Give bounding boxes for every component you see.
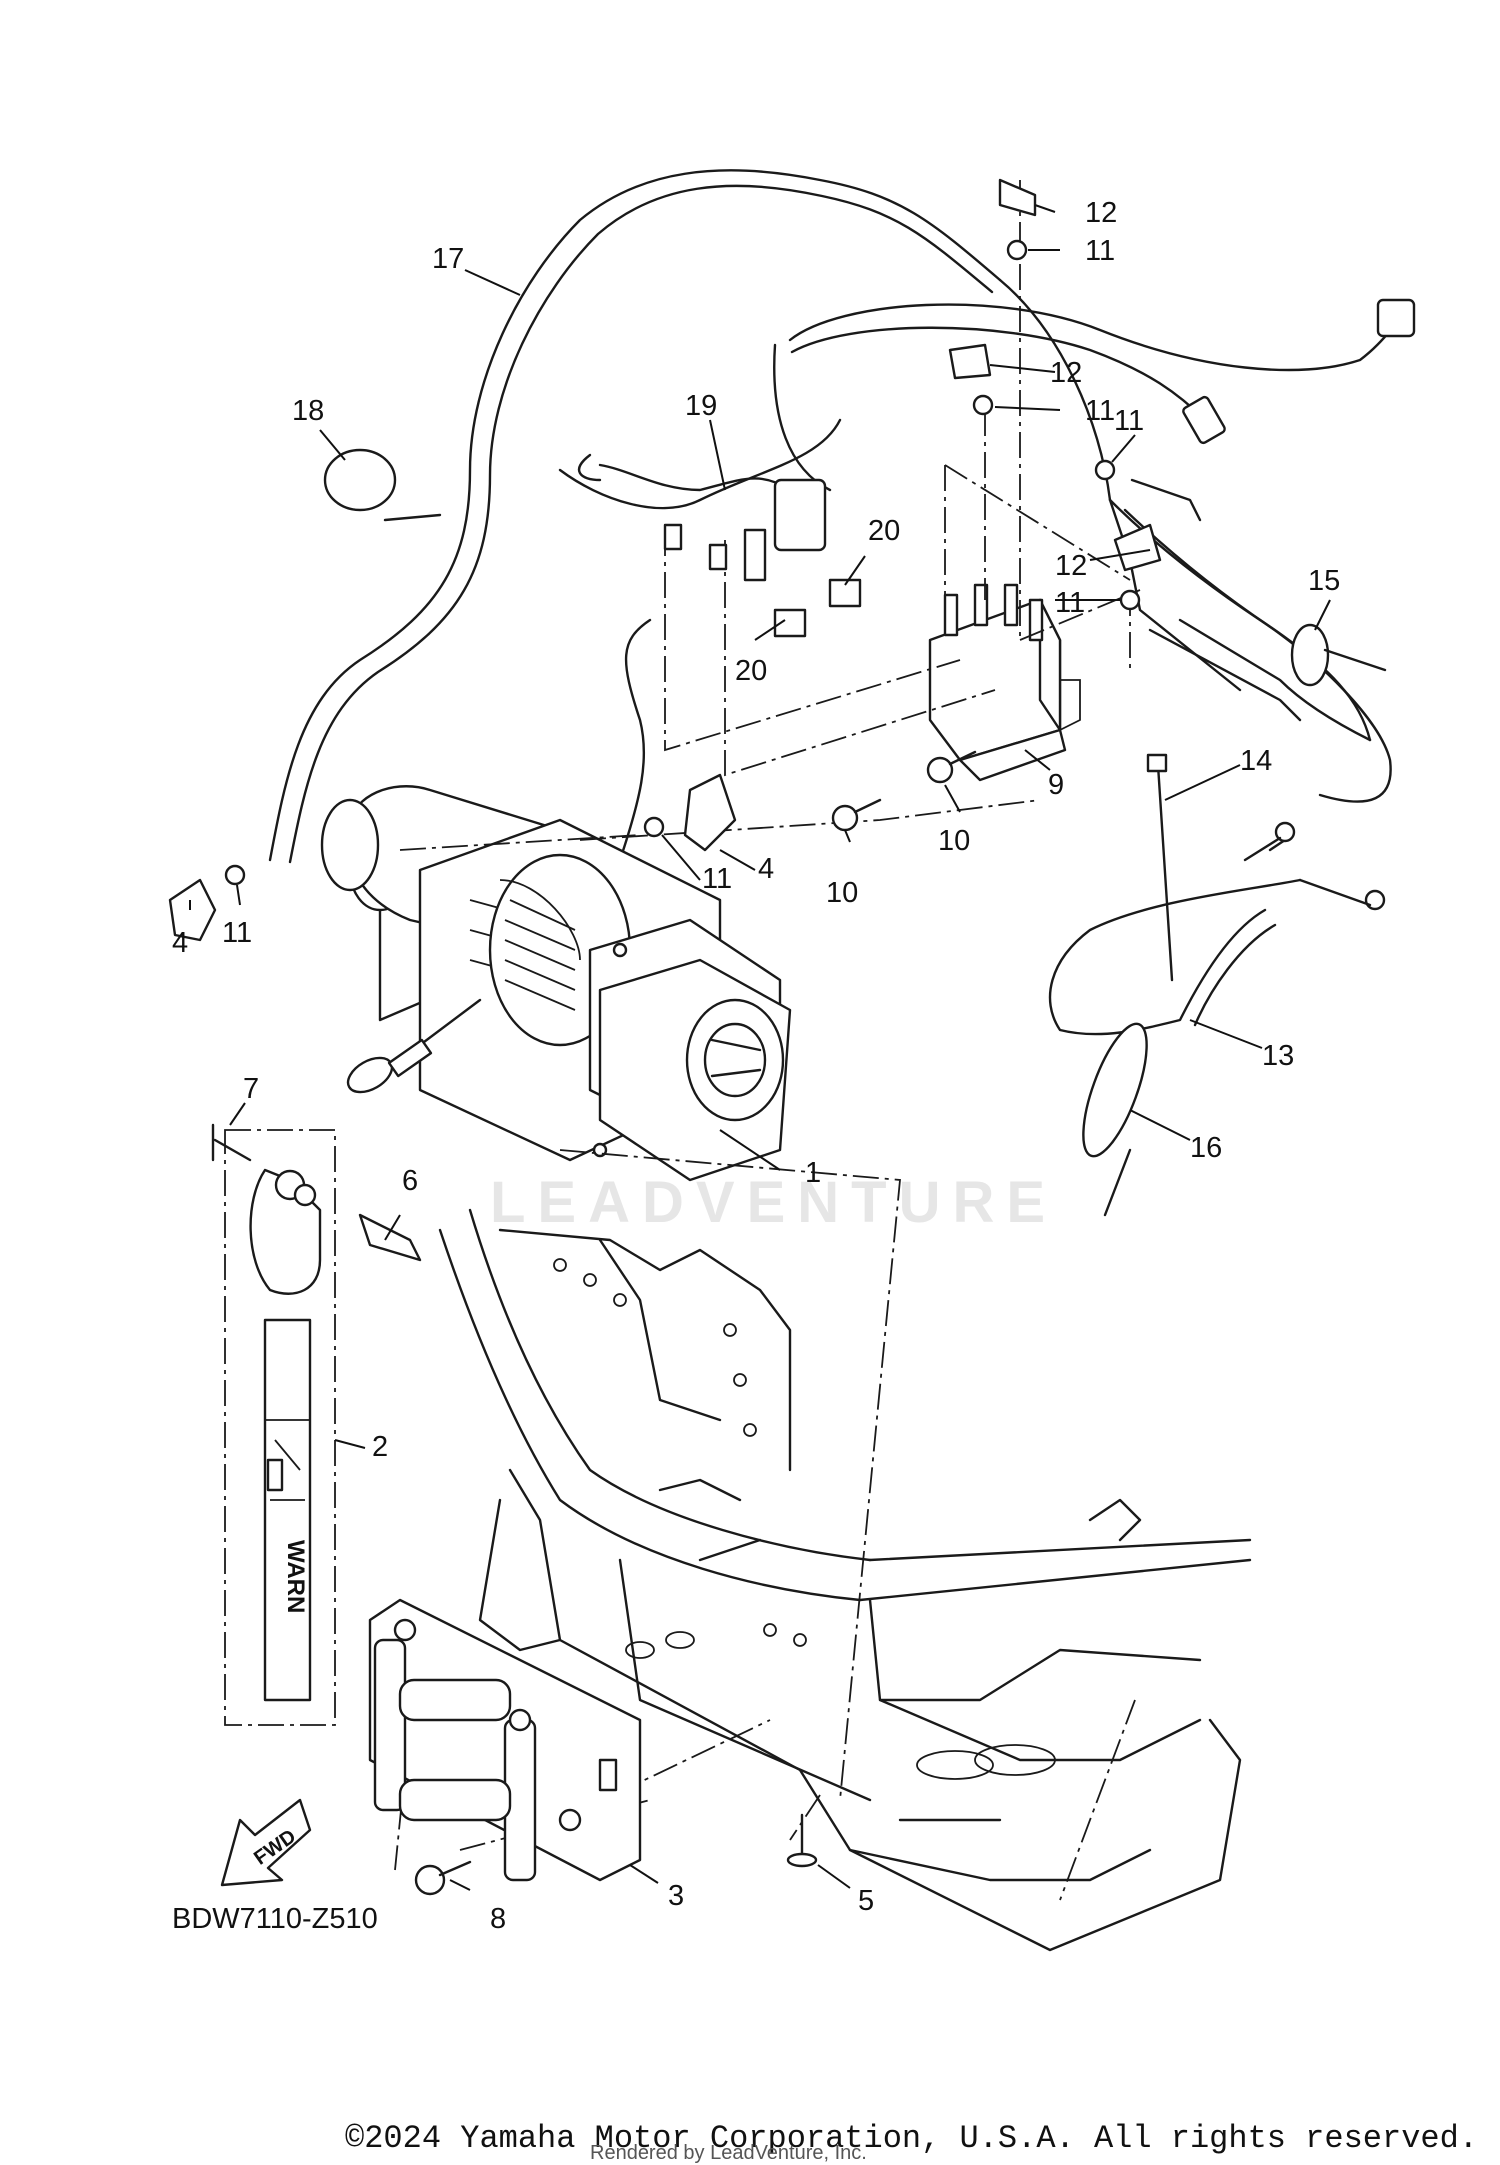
callout-11-c: 11 — [1085, 235, 1115, 267]
bolt-5 — [786, 1813, 818, 1868]
clamp-15 — [1290, 623, 1387, 687]
callout-14: 14 — [1240, 745, 1272, 777]
terminal-cover-left — [168, 878, 217, 942]
sub-lead-19 — [598, 463, 827, 582]
callout-5: 5 — [858, 1885, 874, 1917]
callout-11-f: 11 — [1055, 587, 1085, 619]
callout-10-left: 10 — [826, 877, 858, 909]
frame-bumper — [438, 1208, 1252, 1952]
callout-7: 7 — [243, 1073, 259, 1105]
callout-8: 8 — [490, 1903, 506, 1935]
strap-brand-text: WARN — [282, 1540, 309, 1613]
clamp-18 — [323, 448, 442, 522]
callout-1: 1 — [805, 1157, 821, 1189]
callout-leaders — [189, 204, 1331, 1891]
clamp-16 — [1082, 1022, 1148, 1217]
hook-strap-group: WARN — [211, 1123, 422, 1726]
bolt-10-right — [926, 750, 977, 784]
nuts — [224, 239, 1141, 886]
rendered-by-text: Rendered by LeadVenture, Inc. — [590, 2142, 867, 2164]
bolt-8 — [414, 1860, 472, 1896]
copyright-text: ©2024 Yamaha Motor Corporation, U.S.A. A… — [345, 2120, 1478, 2157]
terminal-cover-right — [683, 773, 737, 852]
callout-20-b: 20 — [735, 655, 767, 687]
callout-11-e: 11 — [1114, 405, 1144, 437]
harness-connector — [1376, 298, 1416, 338]
callout-12-a: 12 — [1085, 197, 1117, 229]
wire-harness — [268, 169, 1416, 864]
callout-16: 16 — [1190, 1132, 1222, 1164]
callout-19: 19 — [685, 390, 717, 422]
harness-connector-plug — [1182, 395, 1226, 445]
fwd-arrow: FWD — [220, 1798, 312, 1887]
cable-leads — [1048, 478, 1386, 1036]
cable-tie-14 — [1146, 753, 1174, 982]
callout-13: 13 — [1262, 1040, 1294, 1072]
callout-3: 3 — [668, 1880, 684, 1912]
drawing-code: BDW7110-Z510 — [172, 1903, 378, 1935]
callout-12-b: 12 — [1050, 357, 1082, 389]
callout-20-a: 20 — [868, 515, 900, 547]
caps — [948, 178, 1162, 572]
callout-4-left: 4 — [172, 927, 188, 959]
callout-11-d: 11 — [1085, 395, 1115, 427]
bolt-10-left — [831, 798, 882, 832]
callout-10-right: 10 — [938, 825, 970, 857]
roller-fairlead — [368, 1598, 642, 1882]
callout-17: 17 — [432, 243, 464, 275]
contactor-assembly — [928, 583, 1081, 782]
callout-6: 6 — [402, 1165, 418, 1197]
callout-9: 9 — [1048, 769, 1064, 801]
watermark-text: LEADVENTURE — [490, 1170, 1057, 1235]
callout-18: 18 — [292, 395, 324, 427]
callout-11-a: 11 — [222, 917, 252, 949]
winch-assembly — [320, 785, 792, 1182]
callout-11-b: 11 — [702, 863, 732, 895]
callout-2: 2 — [372, 1431, 388, 1463]
callout-4-right: 4 — [758, 853, 774, 885]
callout-labels: 1 2 3 4 4 5 6 7 8 9 10 10 11 11 11 11 11… — [172, 197, 1340, 1935]
callout-12-c: 12 — [1055, 550, 1087, 582]
callout-15: 15 — [1308, 565, 1340, 597]
boots-20 — [773, 578, 862, 638]
